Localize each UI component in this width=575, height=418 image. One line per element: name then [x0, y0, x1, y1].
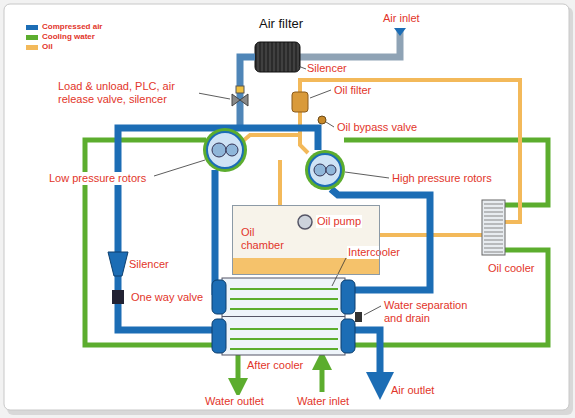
legend-swatch	[26, 25, 38, 30]
one-way-valve	[112, 290, 124, 304]
legend-text: Compressed air	[42, 22, 102, 32]
legend-item: Oil	[26, 42, 53, 52]
cooler-fin	[484, 212, 503, 213]
part-label: Silencer	[128, 258, 170, 271]
oil-pipe	[300, 112, 308, 153]
part-label: Silencer	[306, 62, 348, 75]
oil-bypass-valve	[318, 116, 326, 124]
water-outlet-pipe	[236, 355, 241, 388]
part-label: Oil filter	[333, 84, 372, 97]
cooler-housing	[222, 278, 345, 355]
inlet-arrow	[394, 28, 406, 36]
part-label: Oil bypass valve	[336, 121, 418, 134]
part-label: Low pressure rotors	[48, 172, 147, 185]
cooler-fin	[484, 232, 503, 233]
cooler-fin	[484, 248, 503, 249]
coil-winding	[230, 338, 338, 340]
part-label: Load & unload, PLC, air release valve, s…	[57, 80, 199, 106]
leader-line	[310, 90, 331, 98]
intake-pipe	[300, 30, 400, 57]
legend-swatch	[26, 35, 38, 40]
cooler-fin	[484, 244, 503, 245]
water-pipe	[85, 140, 222, 345]
cooler-fin	[484, 204, 503, 205]
air-outlet-pipe	[353, 330, 380, 386]
leader-line	[154, 160, 205, 176]
leader-line	[332, 258, 346, 286]
silencer	[108, 252, 128, 276]
oil-cooler-fins	[484, 204, 503, 252]
oil-level	[233, 258, 379, 274]
legend-text: Cooling water	[42, 32, 95, 42]
node-text: Oil chamber	[241, 226, 293, 252]
oil-pipe	[243, 135, 300, 141]
cooler-fin	[484, 240, 503, 241]
part-label: Oil pump	[316, 215, 362, 228]
part-label: Water inlet	[296, 395, 350, 408]
part-label: High pressure rotors	[391, 172, 493, 185]
valve-actuator	[236, 86, 244, 93]
leader-line	[345, 172, 389, 178]
part-label: Water outlet	[204, 395, 265, 408]
legend-text: Oil	[42, 42, 53, 52]
legend-item: Compressed air	[26, 22, 102, 32]
air-pipe	[115, 276, 122, 290]
air-filter	[255, 42, 300, 72]
part-label: Air inlet	[382, 12, 421, 25]
oil-filter	[292, 92, 308, 112]
cooler-fin	[484, 208, 503, 209]
load-valve	[232, 94, 248, 106]
leader-line	[298, 66, 306, 69]
part-label: Air filter	[258, 16, 304, 31]
cooler-cap	[341, 319, 355, 353]
leader-line	[326, 122, 334, 127]
cooler-coils	[230, 289, 338, 349]
cooler-cap	[212, 280, 226, 314]
leader-line	[364, 306, 381, 315]
air-pipe	[118, 304, 214, 330]
part-label: Water separation and drain	[383, 299, 485, 325]
card	[4, 4, 569, 410]
part-label: After cooler	[246, 359, 304, 372]
part-label: Oil cooler	[487, 262, 535, 275]
oil-pump	[298, 215, 312, 229]
water-drain	[355, 312, 362, 322]
cooler-fin	[484, 252, 503, 253]
coil-winding	[230, 308, 338, 310]
part-label: Intercooler	[347, 246, 401, 259]
leader-line	[198, 93, 230, 99]
air-pipe	[214, 170, 215, 295]
oil-cooler	[482, 200, 505, 255]
cooler-fin	[484, 228, 503, 229]
coil-winding	[230, 328, 338, 330]
cooler-fin	[484, 224, 503, 225]
legend-swatch	[26, 45, 38, 50]
cooler-cap	[212, 319, 226, 353]
coil-winding	[230, 298, 338, 300]
cooler-divider	[222, 316, 345, 317]
part-label: Air outlet	[390, 384, 435, 397]
oil-chamber-fill	[233, 206, 379, 274]
oil-chamber-box: Oil chamber	[232, 205, 380, 275]
coil-winding	[230, 348, 338, 350]
part-label: One way valve	[130, 291, 204, 304]
legend-item: Cooling water	[26, 32, 95, 42]
oil-return	[278, 160, 282, 205]
coil-winding	[230, 288, 338, 290]
water-inlet-pipe	[320, 360, 325, 392]
cooler-fin	[484, 220, 503, 221]
cooler-fin	[484, 216, 503, 217]
low-pressure-rotor	[203, 128, 247, 172]
air-pipes	[118, 128, 430, 386]
cooler-fin	[484, 236, 503, 237]
high-pressure-rotor	[305, 150, 345, 190]
water-pipes	[85, 140, 548, 392]
cooler-cap	[341, 280, 355, 314]
